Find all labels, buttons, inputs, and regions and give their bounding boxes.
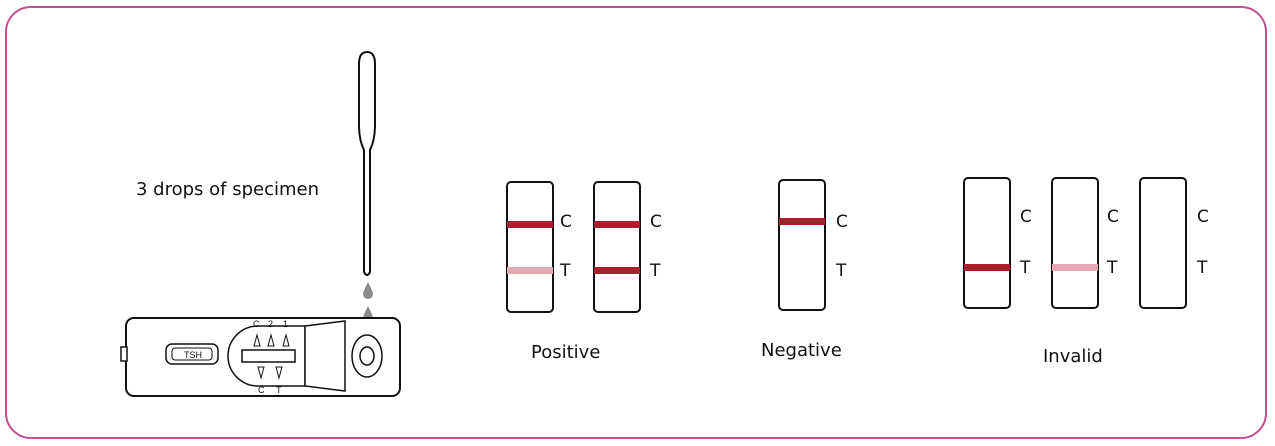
control-label: C — [650, 212, 662, 232]
control-label: C — [1107, 207, 1119, 227]
instruction-text: 3 drops of specimen — [136, 179, 319, 200]
result-strip-invalid-3 — [1139, 177, 1187, 309]
diagram-frame — [5, 6, 1267, 439]
test-label: T — [1019, 258, 1031, 278]
control-line — [779, 218, 825, 225]
caption-positive: Positive — [531, 342, 600, 363]
result-strip-negative — [778, 179, 826, 311]
test-line — [964, 264, 1010, 271]
result-strip-positive-2 — [593, 181, 641, 313]
result-strip-invalid-2 — [1051, 177, 1099, 309]
control-line — [594, 221, 640, 228]
test-cassette — [120, 317, 401, 397]
control-label: C — [560, 212, 572, 232]
window-top-label: 1 — [283, 319, 288, 329]
test-label: T — [649, 261, 661, 281]
test-label: T — [835, 261, 847, 281]
caption-negative: Negative — [761, 340, 842, 361]
test-label: T — [559, 261, 571, 281]
control-label: C — [836, 212, 848, 232]
control-label: C — [1020, 207, 1032, 227]
caption-invalid: Invalid — [1043, 346, 1103, 367]
window-bottom-label: T — [276, 385, 282, 395]
device-label: TSH — [184, 350, 202, 360]
window-top-label: 2 — [268, 319, 273, 329]
test-label: T — [1196, 258, 1208, 278]
test-line — [594, 267, 640, 274]
control-line — [507, 221, 553, 228]
result-strip-positive-1 — [506, 181, 554, 313]
window-top-label: C — [253, 319, 260, 329]
drop-icon — [363, 282, 373, 299]
test-line — [1052, 264, 1098, 271]
control-label: C — [1197, 207, 1209, 227]
test-label: T — [1106, 258, 1118, 278]
test-line — [507, 267, 553, 274]
dropper-icon — [358, 50, 376, 276]
result-strip-invalid-1 — [963, 177, 1011, 309]
window-bottom-label: C — [258, 385, 265, 395]
